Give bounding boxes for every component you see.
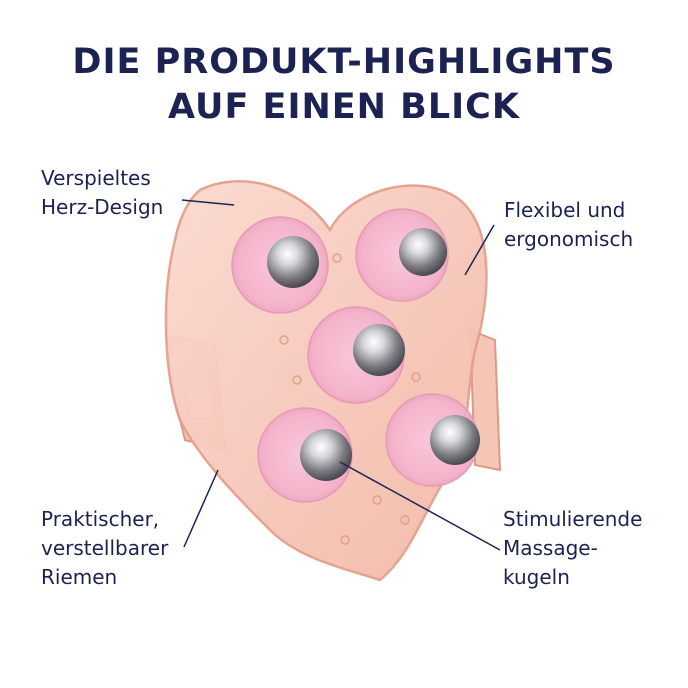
massage-ball-2 xyxy=(355,208,449,302)
callout-line-heart-design xyxy=(181,199,235,206)
callout-flexible: Flexibel und ergonomisch xyxy=(504,198,634,251)
headline-line-1: DIE PRODUKT-HIGHLIGHTS xyxy=(72,42,616,82)
callout-balls: Stimulierende Massage- kugeln xyxy=(503,507,643,589)
massage-ball-1 xyxy=(231,216,329,314)
massage-ball-5 xyxy=(385,393,480,487)
heart-dimples xyxy=(279,253,421,545)
callout-heart-design: Verspieltes Herz-Design xyxy=(41,166,164,219)
callout-strap: Praktischer, verstellbarer Riemen xyxy=(41,507,169,589)
callout-line-flexible xyxy=(464,224,495,276)
massage-ball-4 xyxy=(257,407,353,503)
callout-line-balls xyxy=(339,461,501,551)
headline-line-2: AUF EINEN BLICK xyxy=(168,87,520,127)
callout-line-strap xyxy=(183,469,219,548)
massage-ball-3 xyxy=(307,306,405,404)
